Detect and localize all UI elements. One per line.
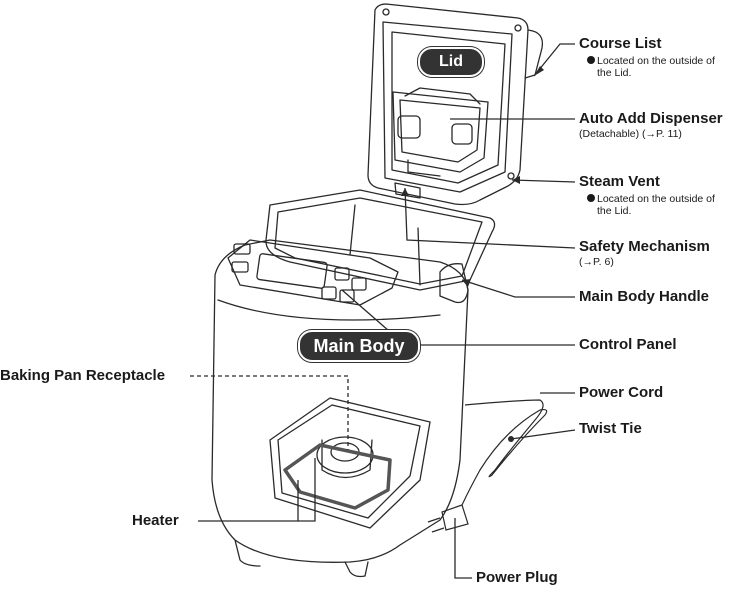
power-cord-label: Power Cord — [579, 384, 664, 401]
heater-label: Heater — [132, 512, 179, 529]
main-body-handle-label: Main Body Handle — [579, 288, 710, 305]
main-body-badge: Main Body — [298, 330, 420, 362]
twist-tie-label: Twist Tie — [579, 420, 642, 437]
course-list-note: Located on the outside of the Lid. — [587, 55, 715, 79]
bullet-icon — [587, 194, 595, 202]
auto-add-dispenser-label: Auto Add Dispenser — [579, 110, 723, 127]
main-body-handle-shape — [439, 263, 469, 304]
bullet-icon — [587, 56, 595, 64]
safety-mechanism-label: Safety Mechanism — [579, 238, 710, 255]
heater-coil — [283, 443, 392, 510]
auto-add-dispenser-outline — [392, 91, 489, 173]
lid-badge: Lid — [418, 47, 484, 77]
control-panel-label: Control Panel — [579, 336, 677, 353]
course-list-label: Course List — [579, 35, 662, 52]
power-cord-shape — [461, 399, 548, 506]
baking-pan-receptacle-area — [269, 397, 431, 529]
auto-add-dispenser-sub: (Detachable) (→P. 11) — [579, 128, 682, 140]
baking-pan-receptacle-label: Baking Pan Receptacle — [0, 367, 166, 384]
safety-mechanism-sub: (→P. 6) — [579, 256, 614, 268]
steam-vent-label: Steam Vent — [579, 173, 660, 190]
control-panel-outline — [227, 239, 399, 306]
steam-vent-note: Located on the outside of the Lid. — [587, 193, 715, 217]
power-plug-label: Power Plug — [476, 569, 558, 586]
